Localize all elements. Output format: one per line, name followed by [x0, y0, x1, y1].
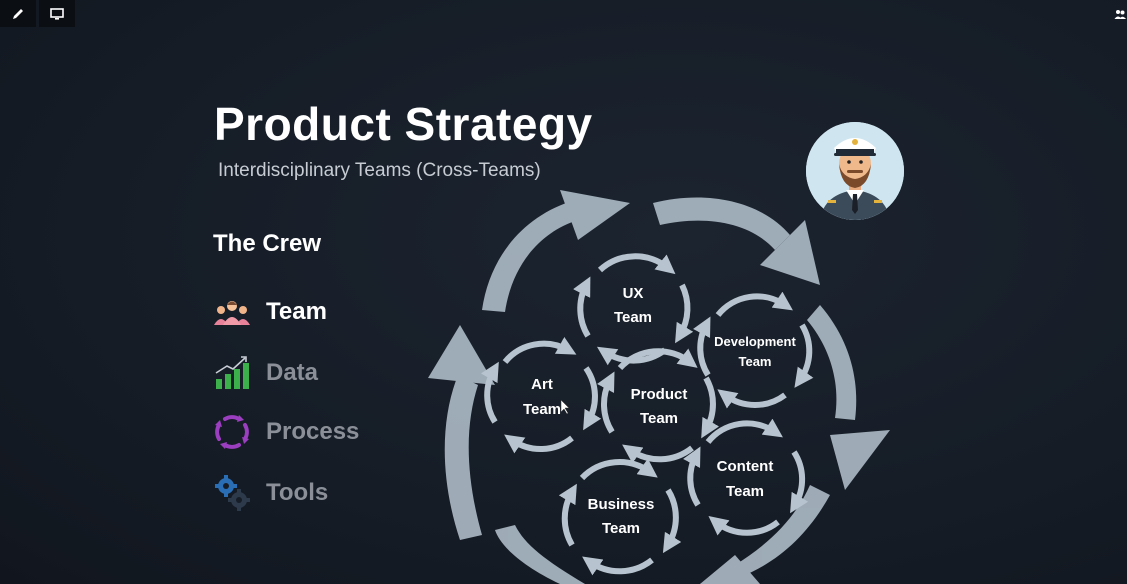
crew-heading: The Crew: [213, 230, 322, 257]
process-cycle-icon: [213, 413, 251, 451]
business-team-cycle: [558, 458, 682, 576]
development-team-cycle: [693, 291, 814, 409]
content-team-cycle: [683, 418, 809, 536]
crew-item-label: Process: [266, 418, 360, 445]
crew-item-label: Team: [266, 298, 327, 325]
screen-share-button[interactable]: [39, 0, 75, 27]
crew-item-tools[interactable]: Tools: [213, 473, 328, 513]
participants-icon: [1114, 9, 1126, 19]
pen-icon: [13, 8, 23, 19]
ux-team-label-line2: Team: [614, 309, 652, 326]
crew-item-label: Tools: [266, 479, 329, 506]
business-team-label-line2: Team: [602, 520, 640, 537]
bar-chart-icon: [213, 354, 251, 392]
mouse-cursor-icon: [560, 399, 570, 415]
captain-avatar: [806, 122, 904, 220]
team-labels: UX Team Development Team Art Team Produc…: [523, 285, 797, 537]
development-team-label-line2: Team: [739, 354, 772, 369]
gears-icon: [213, 474, 251, 512]
crew-item-label: Data: [266, 359, 319, 386]
content-team-label-line2: Team: [726, 483, 764, 500]
product-team-label-line1: Product: [631, 386, 688, 403]
crew-item-data[interactable]: Data: [213, 353, 318, 393]
business-team-label-line1: Business: [588, 496, 655, 513]
art-team-label-line1: Art: [531, 376, 553, 393]
art-team-cycle: [480, 336, 602, 454]
crew-item-process[interactable]: Process: [213, 412, 359, 452]
product-team-cycle: [597, 348, 720, 464]
crew-item-team[interactable]: Team: [213, 292, 327, 332]
ux-team-label-line1: UX: [623, 285, 644, 302]
art-team-label-line2: Team: [523, 401, 561, 418]
pen-tool-button[interactable]: [0, 0, 36, 27]
product-team-label-line2: Team: [640, 410, 678, 427]
slide-title: Product Strategy: [214, 98, 593, 150]
content-team-label-line1: Content: [717, 458, 774, 475]
slide-subtitle: Interdisciplinary Teams (Cross-Teams): [218, 160, 541, 181]
screen-icon: [50, 7, 64, 20]
outer-cycle-arrows: [428, 190, 890, 584]
team-cycles: [480, 253, 814, 576]
development-team-label-line1: Development: [714, 334, 796, 349]
participants-button[interactable]: [1113, 0, 1127, 27]
team-icon: [213, 293, 251, 331]
ux-team-cycle: [573, 253, 694, 366]
